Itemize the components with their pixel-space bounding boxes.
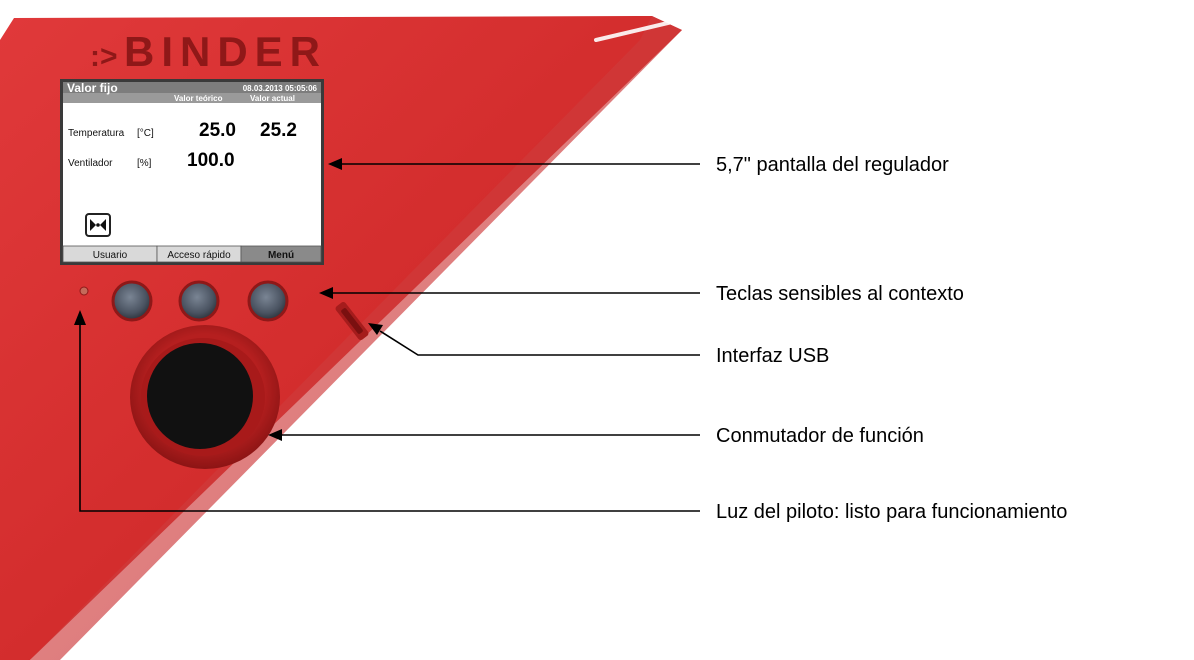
arrowhead-display <box>328 158 342 170</box>
context-keys <box>111 280 289 322</box>
mode-arrow-icon <box>90 219 96 231</box>
binder-logo: :> BINDER <box>90 28 327 75</box>
callout-display: 5,7" pantalla del regulador <box>716 154 949 176</box>
brand-name: BINDER <box>124 28 327 75</box>
arrowhead-pilot <box>74 310 86 325</box>
row-temperature-unit: [°C] <box>137 128 154 139</box>
callout-labels: 5,7" pantalla del regulador Teclas sensi… <box>716 154 1067 523</box>
panel-highlight <box>594 20 674 42</box>
callout-pilot-light: Luz del piloto: listo para funcionamient… <box>716 501 1067 523</box>
panel-bevel <box>30 16 682 660</box>
softkey-label-usuario[interactable]: Usuario <box>93 250 128 261</box>
screen-title: Valor fijo <box>67 81 118 95</box>
context-key-2[interactable] <box>178 280 220 322</box>
screen-datetime: 08.03.2013 05:05:06 <box>243 84 318 93</box>
context-key-1[interactable] <box>111 280 153 322</box>
row-temperature-setpoint: 25.0 <box>199 120 236 141</box>
callout-line-usb <box>379 330 700 356</box>
function-switch[interactable] <box>130 325 280 469</box>
function-knob[interactable] <box>147 343 253 449</box>
row-temperature-label: Temperatura <box>68 128 125 139</box>
callout-line-pilot <box>79 325 700 512</box>
pilot-light <box>79 286 89 296</box>
operating-mode-button[interactable] <box>85 213 111 237</box>
callout-function-switch: Conmutador de función <box>716 425 924 447</box>
callout-context-keys: Teclas sensibles al contexto <box>716 283 964 305</box>
callout-usb: Interfaz USB <box>716 345 829 367</box>
softkey-bar: Usuario Acceso rápido Menú <box>62 245 322 263</box>
callout-lines <box>74 158 700 512</box>
row-fan-unit: [%] <box>137 158 152 169</box>
softkey-label-acceso-rapido[interactable]: Acceso rápido <box>167 250 231 261</box>
logo-arrow-icon: :> <box>90 40 118 73</box>
softkey-label-menu[interactable]: Menú <box>268 250 294 261</box>
column-setpoint-header: Valor teórico <box>174 94 223 103</box>
arrowhead-usb <box>368 323 383 335</box>
row-fan-setpoint: 100.0 <box>187 150 235 171</box>
arrowhead-keys <box>319 287 333 299</box>
row-temperature-actual: 25.2 <box>260 120 297 141</box>
row-fan-label: Ventilador <box>68 158 113 169</box>
usb-port[interactable] <box>334 301 369 341</box>
controller-display: Valor fijo 08.03.2013 05:05:06 Valor teó… <box>60 79 324 265</box>
arrowhead-switch <box>268 429 282 441</box>
screen-header-bar <box>63 93 321 103</box>
column-actual-header: Valor actual <box>250 94 295 103</box>
controller-panel: :> BINDER Valor fijo 08.03.2013 05:05:06… <box>0 16 682 660</box>
screen-title-bar <box>63 82 321 93</box>
context-key-3[interactable] <box>247 280 289 322</box>
